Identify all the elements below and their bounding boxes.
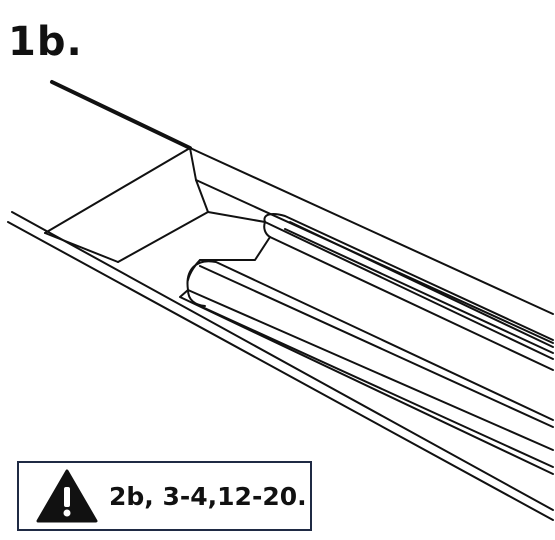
warning-callout: 2b, 3-4,12-20. [17,461,312,531]
warning-text: 2b, 3-4,12-20. [109,481,307,511]
step-label: 1b. [8,19,83,65]
warning-triangle-icon [36,469,98,523]
